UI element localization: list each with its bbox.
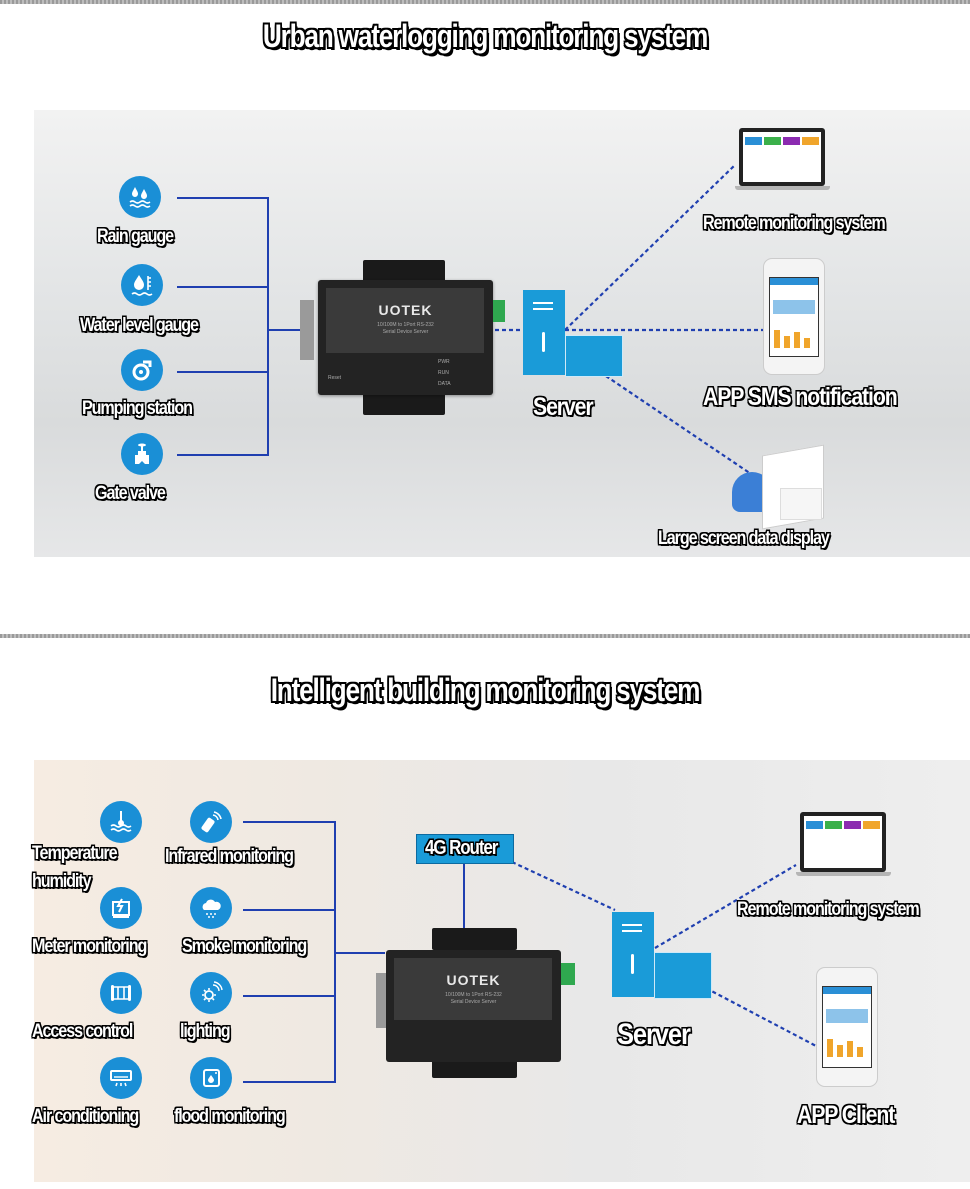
db9-port	[300, 300, 314, 360]
gate-valve-icon	[121, 433, 163, 475]
remote-control-icon	[190, 801, 232, 843]
sensor-label: Water level gauge	[80, 315, 199, 336]
laptop-icon	[735, 128, 830, 196]
device-body: UOTEK 10/100M to 1Port RS-232 Serial Dev…	[386, 950, 561, 1062]
device-body: UOTEK 10/100M to 1Port RS-232 Serial Dev…	[318, 280, 493, 395]
smartphone-icon	[763, 258, 825, 375]
water-level-icon	[121, 264, 163, 306]
serial-device-server: UOTEK 10/100M to 1Port RS-232 Serial Dev…	[300, 260, 505, 415]
output-label: APP SMS notification	[703, 383, 898, 411]
sensor-label: Air conditioning	[32, 1106, 139, 1127]
mount-bracket-top	[363, 260, 445, 282]
sensor-label: Access control	[32, 1021, 133, 1042]
gate-icon	[100, 972, 142, 1014]
sensor-label: Infrared monitoring	[165, 846, 294, 867]
router-label: 4G Router	[425, 837, 498, 859]
s2-server-to-phone	[699, 984, 819, 1048]
air-conditioner-icon	[100, 1057, 142, 1099]
meter-icon	[100, 887, 142, 929]
db9-port	[376, 973, 388, 1028]
s2-router-to-server	[511, 861, 616, 911]
terminal-block	[493, 300, 505, 322]
server-label: Server	[533, 393, 594, 421]
mount-bracket-top	[432, 928, 517, 950]
serial-device-server: UOTEK 10/100M to 1Port RS-232 Serial Dev…	[376, 928, 576, 1078]
sensor-label: Pumping station	[82, 398, 193, 419]
output-label: Large screen data display	[658, 528, 830, 549]
sensor-label: Gate valve	[95, 483, 166, 504]
smoke-cloud-icon	[190, 887, 232, 929]
sensor-label: lighting	[180, 1021, 231, 1042]
smartphone-icon	[816, 967, 878, 1087]
s1-bus-line	[177, 197, 269, 456]
section-divider	[0, 634, 970, 638]
sensor-label: Temperature	[32, 843, 118, 864]
rain-gauge-icon	[119, 176, 161, 218]
server-label: Server	[617, 1018, 691, 1051]
device-brand: UOTEK	[378, 302, 433, 318]
device-brand: UOTEK	[446, 972, 501, 988]
server-icon	[612, 912, 712, 999]
sensor-label: Rain gauge	[97, 226, 174, 247]
laptop-icon	[796, 812, 891, 882]
terminal-block	[561, 963, 575, 985]
4g-router-box: 4G Router	[416, 834, 514, 864]
output-label: Remote monitoring system	[703, 213, 886, 234]
light-icon	[190, 972, 232, 1014]
sensor-label: Meter monitoring	[32, 936, 147, 957]
s1-server-to-laptop	[564, 164, 736, 331]
server-icon	[523, 290, 623, 377]
mount-bracket-bottom	[363, 393, 445, 415]
thermometer-water-icon	[100, 801, 142, 843]
sensor-label: Smoke monitoring	[182, 936, 307, 957]
cloud-display-icon	[730, 430, 840, 530]
section2-title: Intelligent building monitoring system	[270, 672, 701, 708]
flood-sensor-icon	[190, 1057, 232, 1099]
sensor-label: flood monitoring	[174, 1106, 286, 1127]
s2-server-to-laptop	[654, 864, 797, 949]
section1-title: Urban waterlogging monitoring system	[262, 18, 708, 54]
output-label: APP Client	[797, 1101, 895, 1129]
output-label: Remote monitoring system	[737, 899, 920, 920]
top-divider	[0, 0, 970, 4]
sensor-label: humidity	[32, 871, 92, 892]
pump-icon	[121, 349, 163, 391]
